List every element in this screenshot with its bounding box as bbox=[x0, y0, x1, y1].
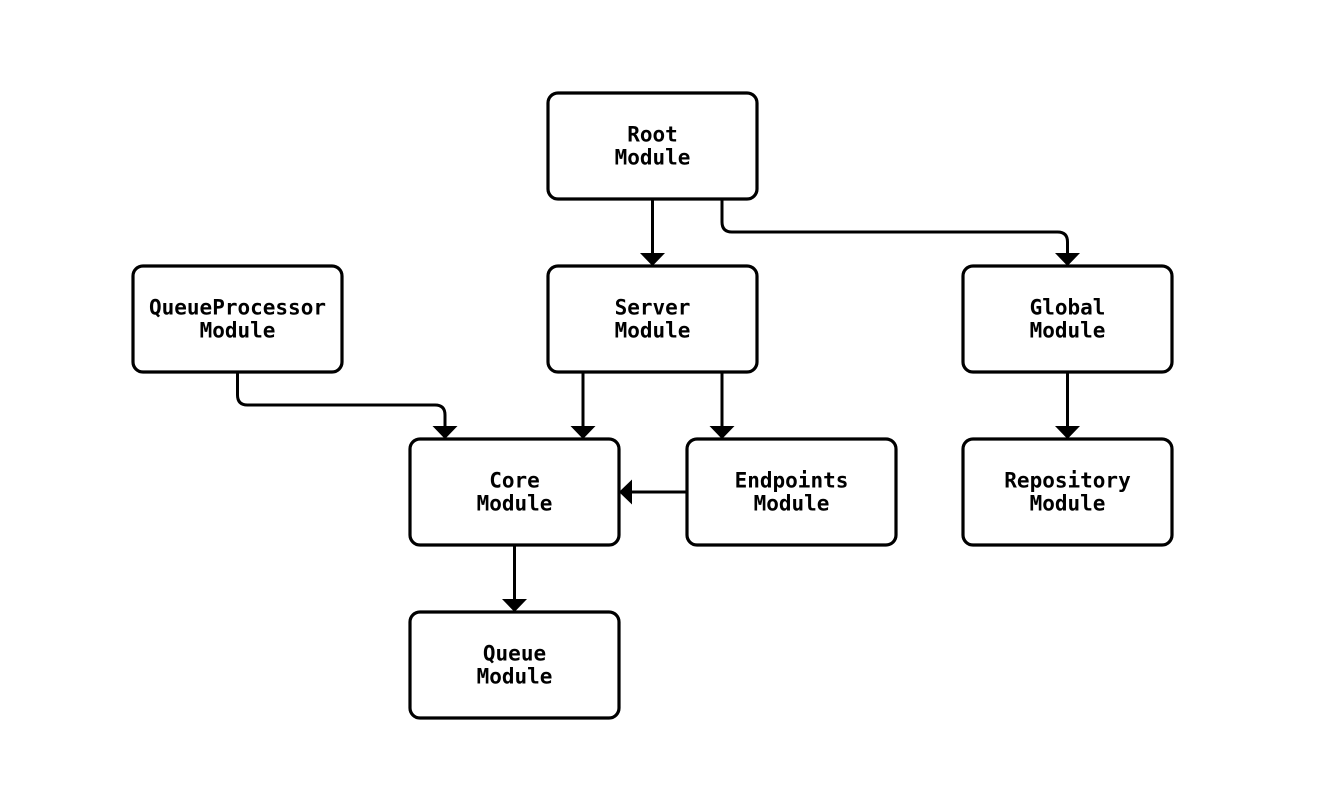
node-core-box bbox=[408, 437, 621, 547]
node-root-label-line-2: Module bbox=[615, 146, 691, 170]
edge-queueprocessor-to-core bbox=[236, 372, 458, 439]
node-root-label-line-1: Root bbox=[627, 123, 678, 147]
node-queue-label-line-1: Queue bbox=[483, 642, 546, 666]
edge-root-to-global bbox=[720, 199, 1080, 266]
node-repository-label-line-1: Repository bbox=[1004, 469, 1131, 493]
node-root-box bbox=[546, 91, 759, 201]
nodes-layer: RootModuleQueueProcessorModuleServerModu… bbox=[131, 91, 1174, 720]
node-queueprocessor-box bbox=[131, 264, 344, 374]
node-repository-label-line-2: Module bbox=[1030, 492, 1106, 516]
node-queue-label-line-2: Module bbox=[477, 665, 553, 689]
node-server-box bbox=[546, 264, 759, 374]
node-core-label-line-2: Module bbox=[477, 492, 553, 516]
node-queueprocessor-label-line-2: Module bbox=[200, 319, 276, 343]
node-repository-box bbox=[961, 437, 1174, 547]
edges-layer bbox=[236, 199, 1080, 612]
node-endpoints-label-line-2: Module bbox=[754, 492, 830, 516]
node-global-label-line-1: Global bbox=[1030, 296, 1106, 320]
node-global-label-line-2: Module bbox=[1030, 319, 1106, 343]
node-core-label-line-1: Core bbox=[489, 469, 540, 493]
node-queue-box bbox=[408, 610, 621, 720]
node-endpoints-box bbox=[685, 437, 898, 547]
node-queueprocessor-label-line-1: QueueProcessor bbox=[149, 296, 326, 320]
node-server-label-line-1: Server bbox=[615, 296, 691, 320]
node-global-box bbox=[961, 264, 1174, 374]
node-endpoints-label-line-1: Endpoints bbox=[735, 469, 849, 493]
node-server-label-line-2: Module bbox=[615, 319, 691, 343]
